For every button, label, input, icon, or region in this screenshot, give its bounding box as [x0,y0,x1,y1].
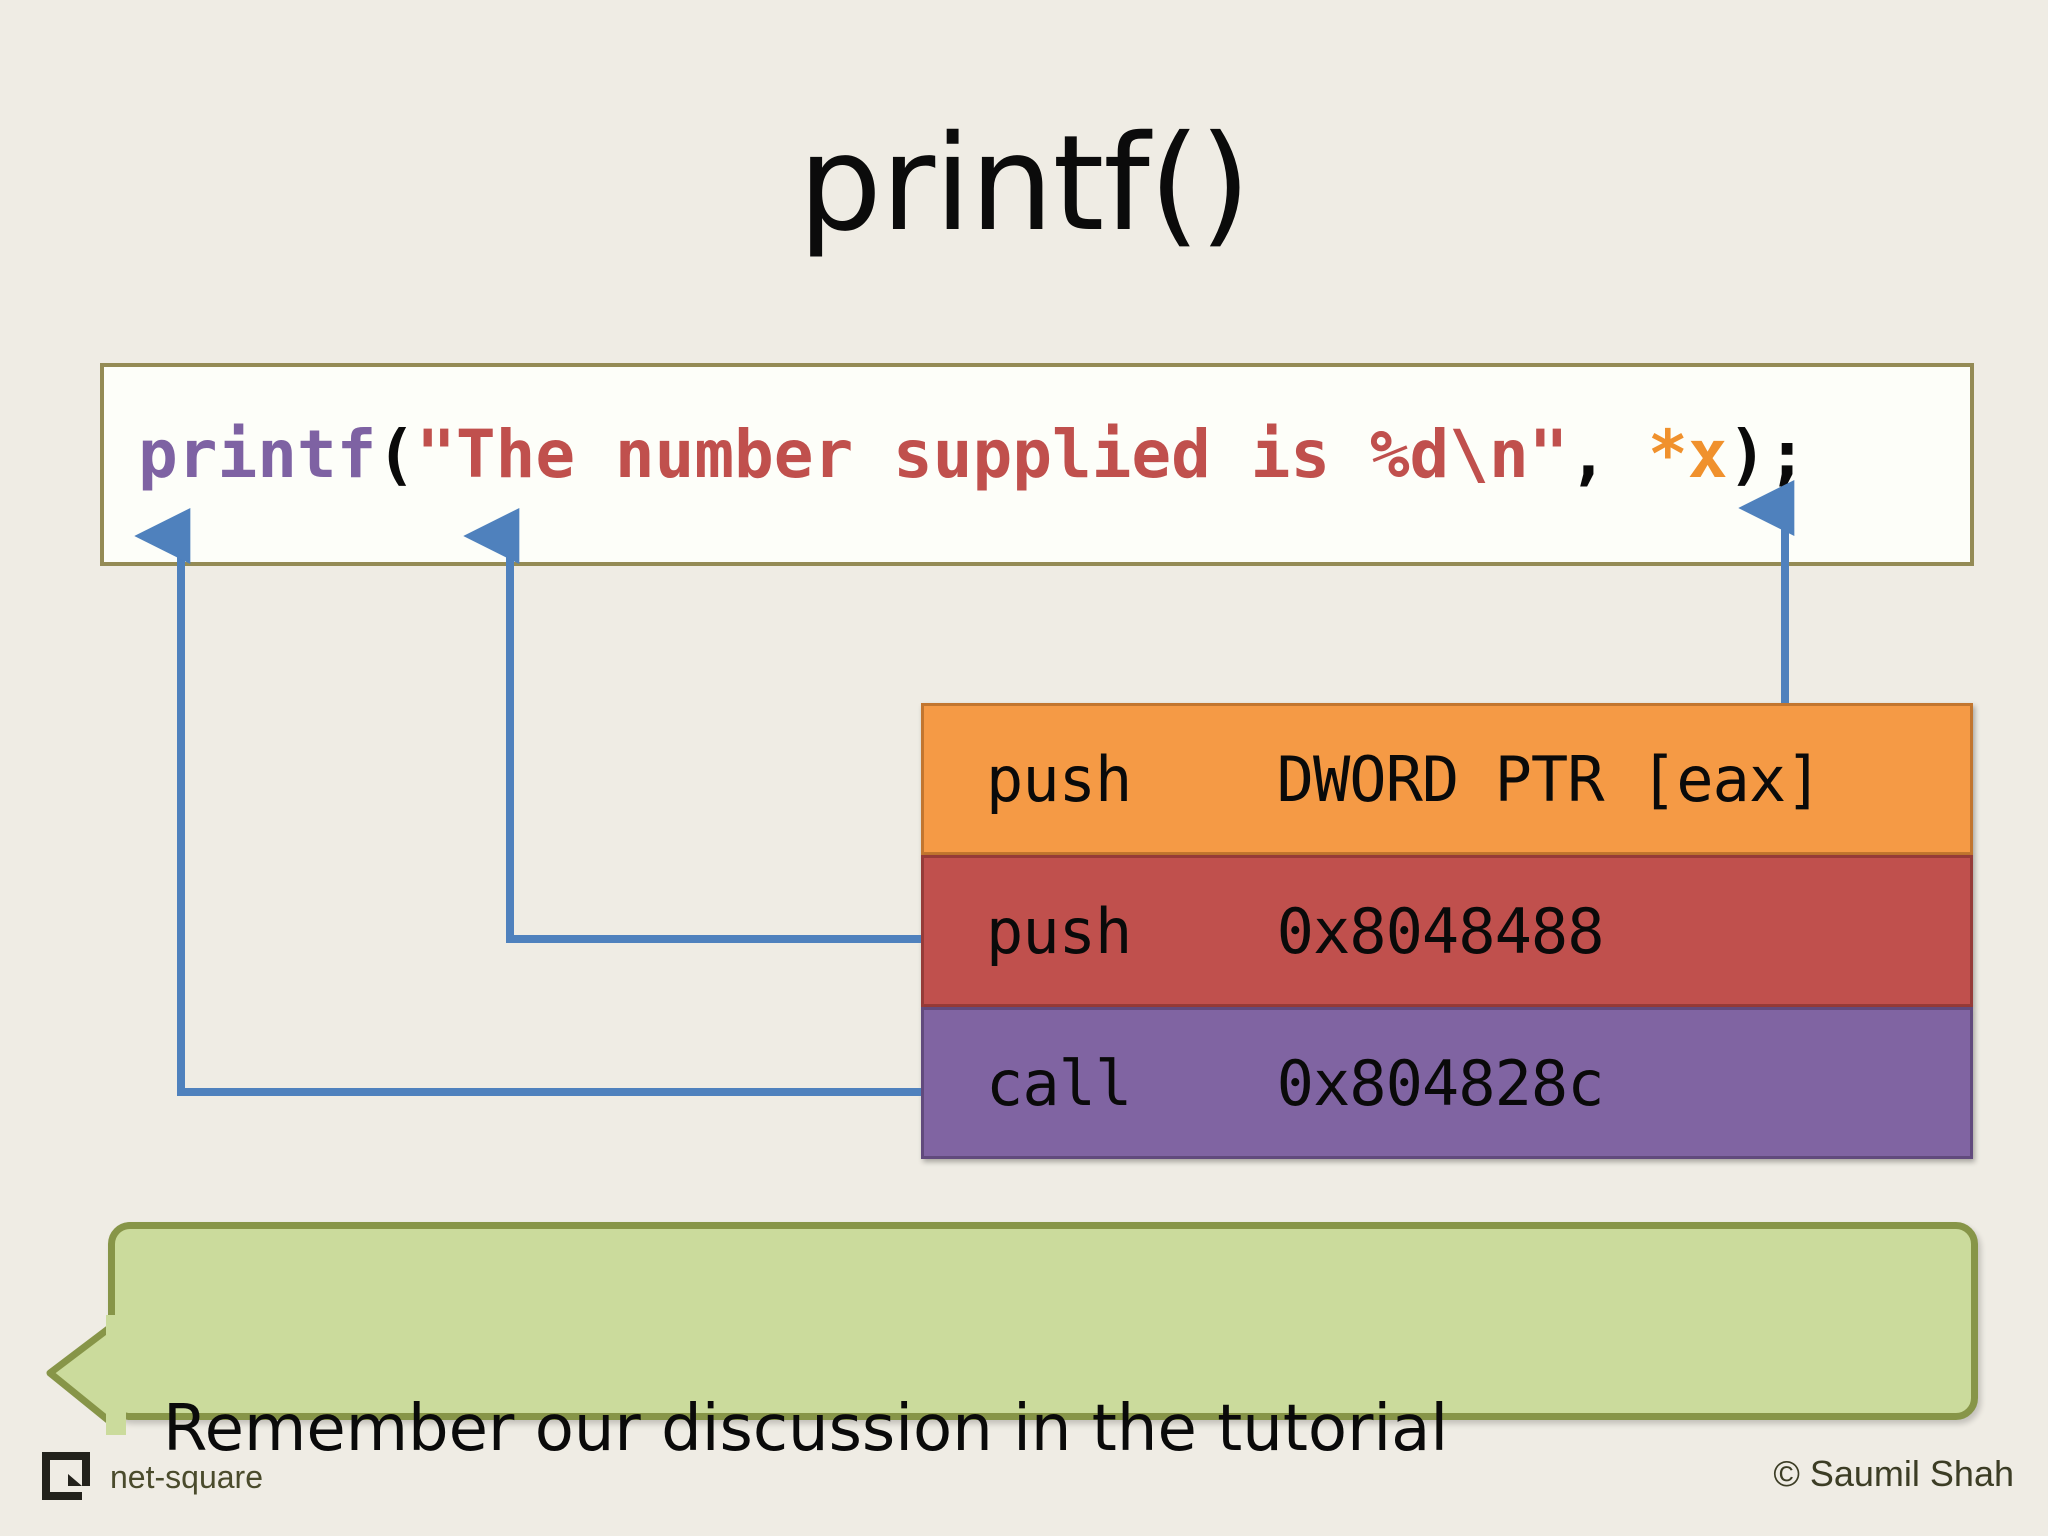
code-snippet-box: printf("The number supplied is %d\n", *x… [100,363,1974,566]
assembly-row-push-const: push 0x8048488 [921,855,1973,1007]
assembly-row-push-dword: push DWORD PTR [eax] [921,703,1973,855]
connector-call-to-printf [134,508,921,1096]
code-line: printf("The number supplied is %d\n", *x… [138,417,1807,493]
footer-copyright: © Saumil Shah [1773,1453,2014,1494]
callout-box: Remember our discussion in the tutorial … [108,1222,1978,1466]
footer-brand-label: net-square [110,1459,263,1495]
assembly-row-text: push DWORD PTR [eax] [986,742,1823,816]
assembly-instruction-stack: push DWORD PTR [eax] push 0x8048488 call… [921,703,1973,1159]
code-token-argument: *x [1647,416,1728,493]
assembly-row-text: push 0x8048488 [986,894,1605,968]
callout-text: Remember our discussion in the tutorial … [163,1241,1951,1536]
code-token-open-paren: ( [376,416,417,493]
callout-tail [46,1315,126,1435]
assembly-row-text: call 0x804828c [986,1046,1605,1120]
code-token-comma: , [1568,416,1648,493]
net-square-logo-icon [42,1452,90,1500]
callout-line-1: Remember our discussion in the tutorial [163,1392,1449,1467]
code-token-close-paren: ); [1727,416,1807,493]
assembly-row-call: call 0x804828c [921,1007,1973,1159]
code-token-function-name: printf [138,416,377,493]
code-token-string-literal: "The number supplied is %d\n" [416,416,1569,493]
connector-pushconst-to-string [463,508,921,943]
page-title: printf() [798,107,1251,261]
